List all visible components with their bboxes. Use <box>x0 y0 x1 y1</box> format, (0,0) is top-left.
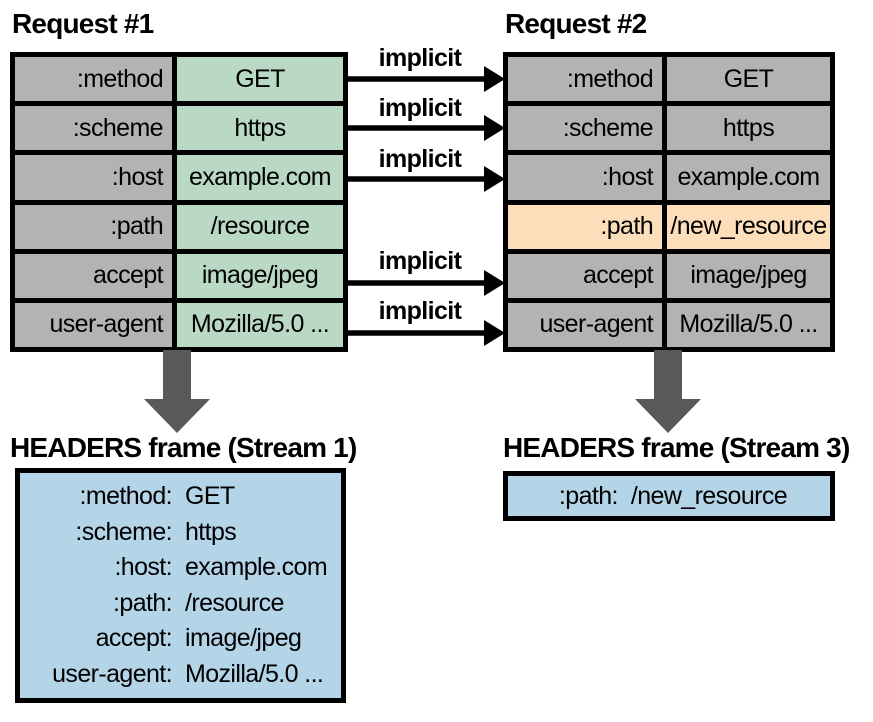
header-value-cell: /resource <box>177 204 343 249</box>
implicit-label: implicit <box>378 44 462 72</box>
header-name-cell: :method <box>15 57 172 102</box>
request2-title: Request #2 <box>505 8 647 39</box>
frame-header-name: :path: <box>113 588 173 617</box>
frame-header-value: example.com <box>185 553 328 582</box>
request1-title: Request #1 <box>12 8 154 39</box>
frame2-title: HEADERS frame (Stream 3) <box>503 432 850 463</box>
frame-header-name: :scheme: <box>75 517 172 546</box>
header-value-cell: /new_resource <box>667 204 830 249</box>
header-name-cell: :scheme <box>508 106 662 151</box>
header-name-cell: :scheme <box>15 106 172 151</box>
implicit-label: implicit <box>378 94 462 122</box>
header-name-cell: :host <box>508 155 662 200</box>
header-name-cell: :host <box>15 155 172 200</box>
implicit-label: implicit <box>378 247 462 275</box>
header-value-cell: image/jpeg <box>177 253 343 298</box>
request1-table: :method GET :scheme https :host example.… <box>10 52 348 352</box>
frame-header-name: :method: <box>79 482 173 511</box>
headers-frame-stream3: :path: /new_resource <box>503 471 835 521</box>
header-name-cell: :path <box>508 204 662 249</box>
implicit-label: implicit <box>378 145 462 173</box>
header-value-cell: image/jpeg <box>667 253 830 298</box>
arrow-down-thick-icon <box>144 350 210 433</box>
frame1-title: HEADERS frame (Stream 1) <box>10 432 357 463</box>
frame-header-value: GET <box>185 482 235 511</box>
request2-table: :method GET :scheme https :host example.… <box>503 52 835 352</box>
frame-header-name: :host: <box>114 553 172 582</box>
header-value-cell: GET <box>177 57 343 102</box>
frame-header-name: accept: <box>95 624 173 653</box>
implicit-label: implicit <box>378 297 462 325</box>
header-name-cell: user-agent <box>15 302 172 347</box>
frame-header-value: /resource <box>185 588 284 617</box>
header-value-cell: example.com <box>667 155 830 200</box>
header-value-cell: https <box>667 106 830 151</box>
header-name-cell: accept <box>15 253 172 298</box>
header-name-cell: accept <box>508 253 662 298</box>
header-value-cell: Mozilla/5.0 ... <box>177 302 343 347</box>
headers-frame-stream1: :method: GET :scheme: https :host: examp… <box>15 468 346 703</box>
header-value-cell: GET <box>667 57 830 102</box>
frame-header-value: image/jpeg <box>185 624 302 653</box>
frame-header-value: Mozilla/5.0 ... <box>185 659 324 688</box>
frame-header-name: :path: <box>558 481 619 510</box>
header-name-cell: user-agent <box>508 302 662 347</box>
frame-header-value: https <box>185 517 237 546</box>
header-name-cell: :path <box>15 204 172 249</box>
header-name-cell: :method <box>508 57 662 102</box>
header-value-cell: example.com <box>177 155 343 200</box>
arrow-down-thick-icon <box>635 350 701 433</box>
frame-header-value: /new_resource <box>630 481 788 510</box>
header-value-cell: Mozilla/5.0 ... <box>667 302 830 347</box>
header-value-cell: https <box>177 106 343 151</box>
frame-header-name: user-agent: <box>52 659 172 688</box>
